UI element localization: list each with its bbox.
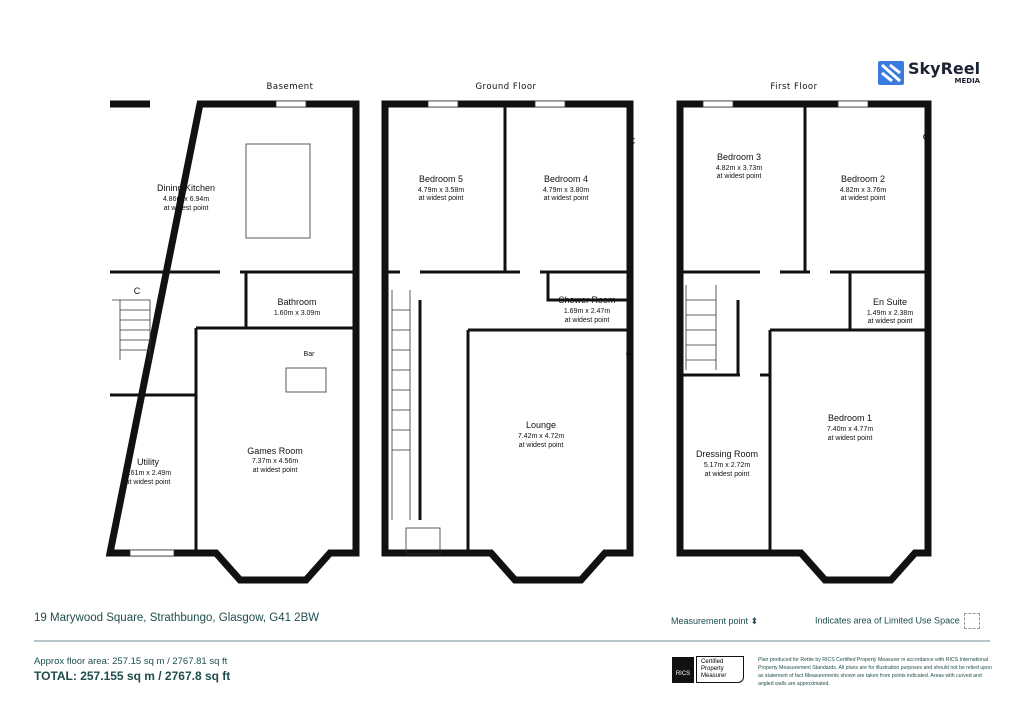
outer-walls [105, 100, 360, 584]
brand-name: SkyReel [908, 59, 981, 78]
room-dims: 7.42m x 4.72m [518, 433, 564, 440]
floor-title: First Floor [770, 82, 817, 92]
first-floor-plan: First Floor Bedroom 3 4.82m x 3.73m at w… [676, 82, 932, 584]
room-dims: 1.69m x 2.47m [564, 308, 610, 315]
staircase [112, 299, 151, 360]
room-name: Dining Kitchen [157, 183, 215, 193]
staircase [391, 290, 411, 520]
room-note: at widest point [565, 317, 610, 324]
rics-badge: RICS Certified Property Measurer [672, 656, 744, 683]
room-name: Utility [137, 457, 159, 467]
limited-use-swatch-icon [963, 613, 980, 629]
room-name: Bedroom 3 [717, 152, 761, 162]
room-name: Games Room [247, 446, 303, 456]
interior-walls [110, 270, 356, 553]
room-note: at widest point [717, 173, 762, 180]
room-dims: 7.37m x 4.56m [252, 458, 298, 465]
window [275, 100, 307, 108]
outer-walls [381, 100, 634, 584]
window [702, 100, 734, 108]
room-dims: 4.86m x 6.94m [163, 196, 209, 203]
room-dims: 1.60m x 3.09m [274, 310, 320, 317]
window [427, 100, 459, 108]
disclaimer: Plan produced for Rettie by RICS Certifi… [758, 657, 992, 687]
cupboard-label: C [134, 286, 141, 296]
floor-title: Ground Floor [475, 82, 536, 92]
room-note: at widest point [705, 471, 750, 478]
brand-sub: MEDIA [954, 77, 981, 85]
kitchen-island [245, 143, 311, 239]
room-name: Shower Room [558, 295, 615, 305]
room-dims: 4.79m x 3.58m [418, 187, 464, 194]
room-note: at widest point [868, 318, 913, 325]
measurement-point-label: Measurement point [671, 616, 749, 626]
window [837, 100, 869, 108]
room-name: Dressing Room [696, 449, 758, 459]
room-name: Bedroom 1 [828, 413, 872, 423]
room-note: at widest point [828, 435, 873, 442]
room-dims: 7.40m x 4.77m [827, 426, 873, 433]
front-door [405, 527, 441, 555]
brand-logo: SkyReel MEDIA [878, 61, 980, 85]
room-note: at widest point [253, 467, 298, 474]
staircase [685, 285, 717, 370]
room-dims: 4.82m x 3.73m [716, 165, 762, 172]
room-name: Bedroom 2 [841, 174, 885, 184]
cupboard-label: C [923, 132, 930, 142]
ground-floor-plan: Ground Floor Bedroom 5 4.79m x 3.58m at … [381, 82, 636, 584]
room-name: Lounge [526, 420, 556, 430]
room-note: at widest point [519, 442, 564, 449]
room-note: at widest point [419, 195, 464, 202]
skyreel-logo-icon [878, 61, 904, 85]
measurement-point-legend: Measurement point ⬍ [671, 616, 758, 627]
outer-walls [676, 100, 932, 584]
room-note: at widest point [841, 195, 886, 202]
approx-floor-area: Approx floor area: 257.15 sq m / 2767.81… [34, 656, 228, 667]
divider [34, 640, 990, 642]
room-note: at widest point [126, 479, 171, 486]
floor-title: Basement [267, 82, 314, 92]
measurement-point-icon: ⬍ [750, 616, 759, 626]
room-dims: 4.82m x 3.76m [840, 187, 886, 194]
cupboard-label: C [626, 349, 633, 359]
limited-use-legend: Indicates area of Limited Use Space [815, 613, 980, 629]
room-name: Bedroom 4 [544, 174, 588, 184]
room-name: Bedroom 5 [419, 174, 463, 184]
property-address: 19 Marywood Square, Strathbungo, Glasgow… [34, 612, 320, 624]
room-name: En Suite [873, 297, 907, 307]
room-dims: 4.61m x 2.49m [125, 470, 171, 477]
interior-walls [385, 104, 630, 553]
window [129, 549, 175, 557]
room-dims: 5.17m x 2.72m [704, 462, 750, 469]
cupboard-label: C [629, 136, 636, 146]
room-note: at widest point [164, 205, 209, 212]
bar-counter [285, 367, 327, 393]
rics-badge-text: Certified Property Measurer [696, 656, 744, 683]
interior-walls [680, 104, 928, 553]
rics-logo: RICS [672, 656, 694, 683]
basement-plan: Basement Dining Kitchen 4.86m x 6.94m at… [105, 82, 360, 584]
room-dims: 4.79m x 3.80m [543, 187, 589, 194]
room-note: at widest point [544, 195, 589, 202]
room-name: Bar [304, 351, 316, 358]
limited-use-label: Indicates area of Limited Use Space [815, 615, 960, 626]
total-area: TOTAL: 257.155 sq m / 2767.8 sq ft [34, 669, 231, 683]
room-name: Bathroom [277, 297, 316, 307]
room-dims: 1.49m x 2.38m [867, 310, 913, 317]
window [534, 100, 566, 108]
